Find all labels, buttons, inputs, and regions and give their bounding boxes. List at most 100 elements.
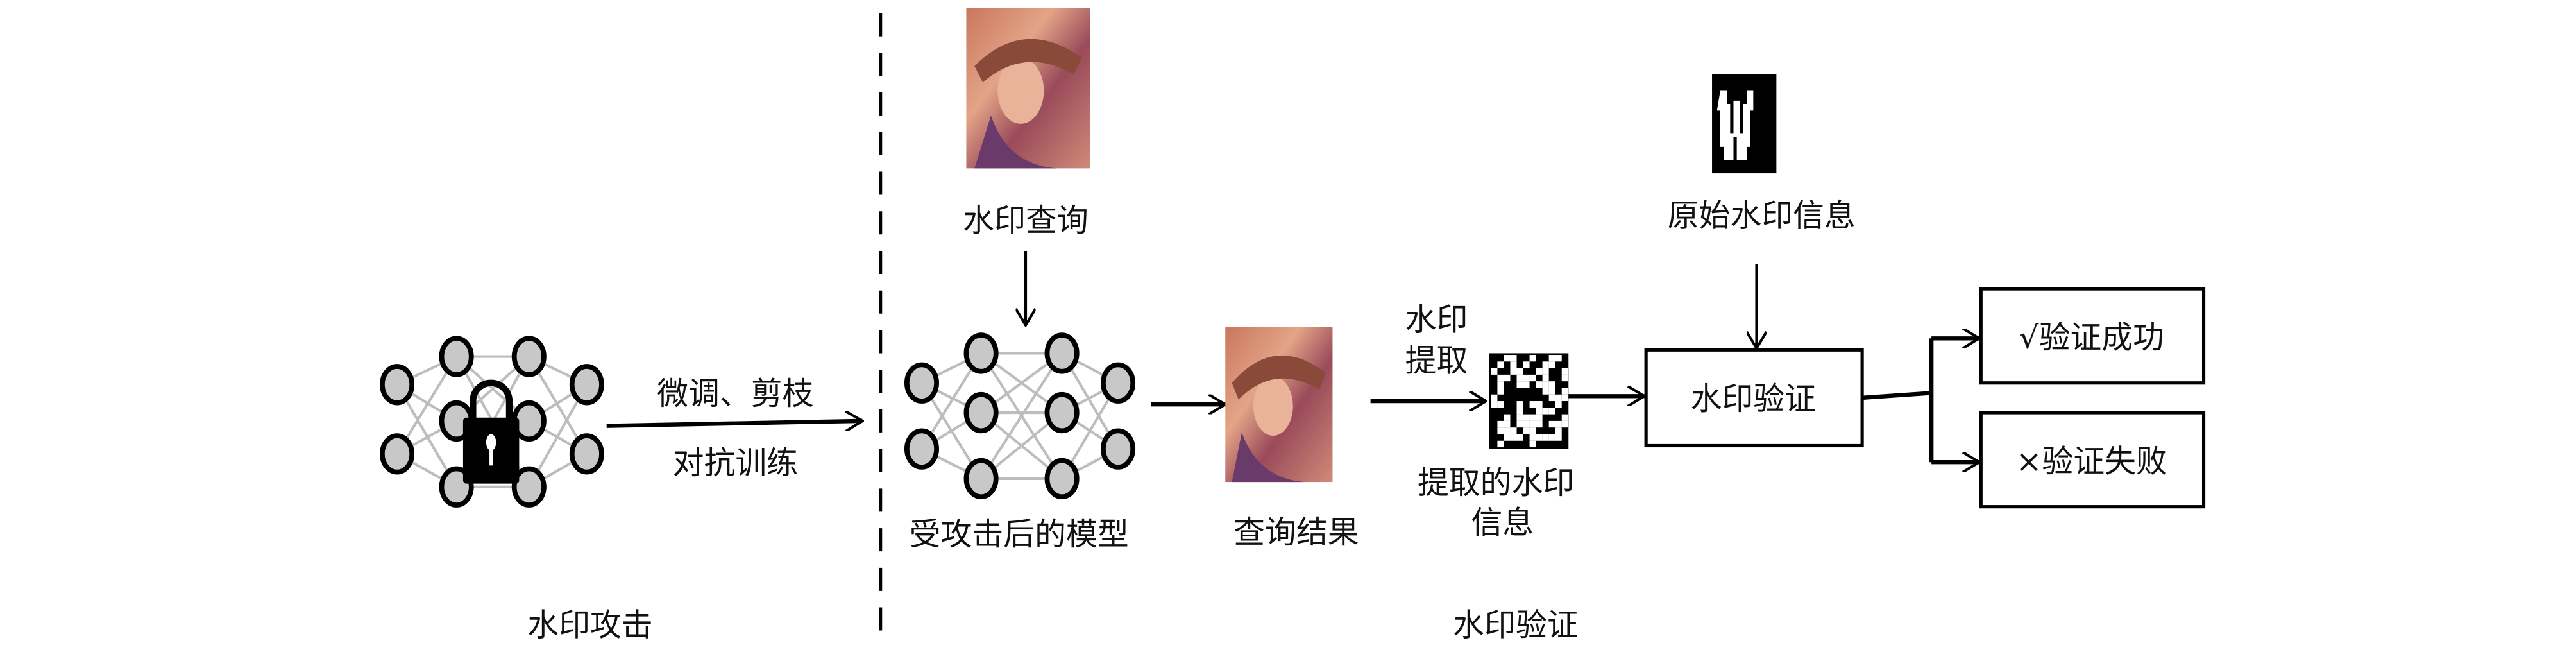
watermark-pixel bbox=[1491, 401, 1498, 408]
failure-box bbox=[1979, 411, 2206, 509]
watermark-pixel bbox=[1561, 414, 1568, 421]
watermark-pixel bbox=[1523, 381, 1530, 388]
attack-ops-label-2: 对抗训练 bbox=[673, 445, 798, 481]
watermark-pixel bbox=[1555, 427, 1562, 434]
watermark-pixel bbox=[1561, 368, 1568, 375]
network-node bbox=[1044, 458, 1080, 500]
watermark-pixel bbox=[1542, 368, 1549, 375]
watermark-pixel bbox=[1510, 434, 1517, 441]
watermark-pixel bbox=[1561, 388, 1568, 395]
watermark-pixel bbox=[1555, 394, 1562, 402]
watermark-pixel bbox=[1555, 434, 1562, 441]
extracted-watermark-image bbox=[1489, 353, 1569, 449]
original-watermark-image bbox=[1712, 74, 1777, 174]
watermark-pixel bbox=[1497, 388, 1504, 395]
watermark-pixel bbox=[1497, 420, 1504, 428]
failure-label: ×验证失败 bbox=[2015, 443, 2167, 480]
watermark-pixel bbox=[1529, 374, 1536, 382]
watermark-pixel bbox=[1523, 361, 1530, 368]
network-node bbox=[1044, 391, 1080, 434]
watermark-pixel bbox=[1548, 381, 1555, 388]
verify-box-label: 水印验证 bbox=[1691, 381, 1816, 417]
network-node bbox=[1101, 362, 1136, 404]
watermark-pixel bbox=[1504, 434, 1511, 441]
network-node bbox=[963, 458, 999, 500]
watermark-pixel bbox=[1516, 368, 1523, 375]
watermark-pixel bbox=[1516, 414, 1523, 421]
network-node bbox=[380, 364, 415, 406]
watermark-pixel bbox=[1542, 434, 1549, 441]
network-node bbox=[1101, 428, 1136, 470]
watermark-pixel bbox=[1497, 374, 1504, 382]
watermark-pixel bbox=[1510, 368, 1517, 375]
query-result-image bbox=[1225, 327, 1333, 483]
watermark-pixel bbox=[1542, 374, 1549, 382]
network-node bbox=[380, 433, 415, 475]
watermark-pixel bbox=[1491, 394, 1498, 402]
watermark-pixel bbox=[1542, 381, 1549, 388]
network-node bbox=[511, 466, 547, 508]
watermark-pixel bbox=[1529, 434, 1536, 441]
watermark-pixel bbox=[1529, 355, 1536, 362]
watermark-pixel bbox=[1536, 420, 1543, 428]
watermark-pixel bbox=[1529, 401, 1536, 408]
network-node bbox=[904, 362, 939, 404]
watermark-pixel bbox=[1523, 420, 1530, 428]
success-box bbox=[1979, 287, 2206, 385]
network-edge bbox=[979, 352, 1063, 480]
watermark-pixel bbox=[1548, 434, 1555, 441]
network-node bbox=[963, 332, 999, 374]
watermark-pixel bbox=[1555, 355, 1562, 362]
watermark-pixel bbox=[1523, 427, 1530, 434]
watermark-pixel bbox=[1536, 408, 1543, 415]
watermark-pixel bbox=[1548, 394, 1555, 402]
watermark-pixel bbox=[1542, 361, 1549, 368]
watermark-pixel bbox=[1523, 414, 1530, 421]
watermark-pixel bbox=[1536, 414, 1543, 421]
watermark-pixel bbox=[1504, 355, 1511, 362]
watermark-pixel bbox=[1536, 381, 1543, 388]
watermark-pixel bbox=[1529, 427, 1536, 434]
watermark-pixel bbox=[1516, 420, 1523, 428]
watermark-query-label: 水印查询 bbox=[963, 202, 1088, 239]
watermark-pixel bbox=[1529, 414, 1536, 421]
watermark-pixel bbox=[1536, 401, 1543, 408]
watermark-pixel bbox=[1516, 434, 1523, 441]
watermark-pixel bbox=[1548, 355, 1555, 362]
network-node bbox=[511, 336, 547, 377]
watermark-pixel bbox=[1516, 374, 1523, 382]
watermark-pixel bbox=[1516, 381, 1523, 388]
watermark-pixel bbox=[1548, 408, 1555, 415]
watermark-pixel bbox=[1548, 361, 1555, 368]
query-image bbox=[966, 8, 1090, 169]
watermark-pixel bbox=[1555, 420, 1562, 428]
watermark-pixel bbox=[1504, 427, 1511, 434]
network-node bbox=[963, 391, 999, 434]
lock-icon bbox=[462, 379, 520, 484]
branch-connector bbox=[1861, 338, 1979, 462]
watermark-pixel bbox=[1548, 388, 1555, 395]
watermark-pixel bbox=[1536, 434, 1543, 441]
watermark-pixel bbox=[1529, 420, 1536, 428]
extracted-info-label-2: 信息 bbox=[1471, 504, 1534, 541]
watermark-pixel bbox=[1504, 414, 1511, 421]
network-node bbox=[569, 433, 604, 475]
watermark-pixel bbox=[1510, 427, 1517, 434]
original-info-label: 原始水印信息 bbox=[1668, 197, 1856, 234]
verify-section-label: 水印验证 bbox=[1453, 606, 1578, 643]
watermark-pixel bbox=[1497, 361, 1504, 368]
watermark-pixel bbox=[1497, 427, 1504, 434]
watermark-pixel bbox=[1555, 401, 1562, 408]
watermark-pixel bbox=[1516, 401, 1523, 408]
watermark-pixel bbox=[1497, 440, 1504, 448]
extract-label-2: 提取 bbox=[1405, 343, 1468, 379]
extract-label-1: 水印 bbox=[1405, 301, 1468, 338]
network-node bbox=[904, 428, 939, 470]
watermark-pixel bbox=[1561, 374, 1568, 382]
watermark-pixel bbox=[1497, 401, 1504, 408]
watermark-pixel bbox=[1529, 440, 1536, 448]
attack-ops-label-1: 微调、剪枝 bbox=[657, 375, 813, 412]
extracted-info-label-1: 提取的水印 bbox=[1418, 465, 1574, 501]
watermark-pixel bbox=[1504, 420, 1511, 428]
attack-arrow bbox=[606, 421, 863, 426]
